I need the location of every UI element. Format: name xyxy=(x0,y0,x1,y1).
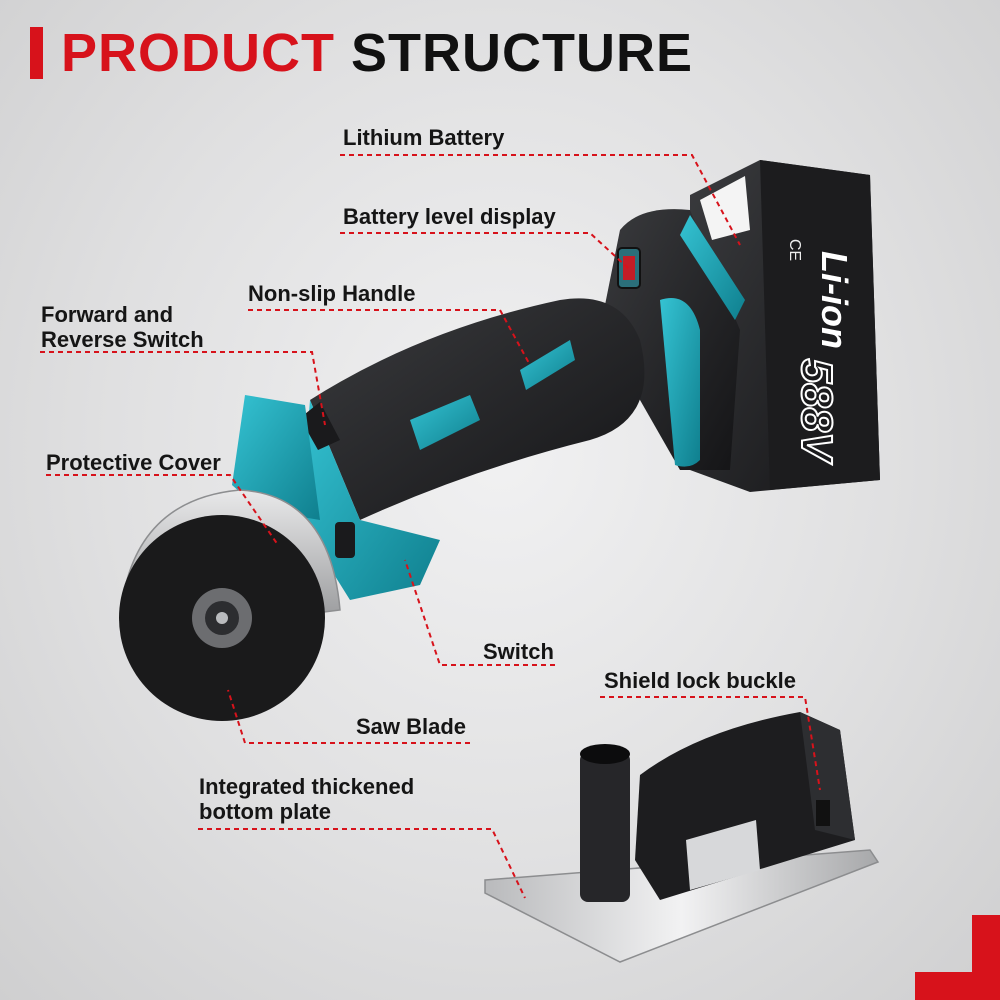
leader-battery-display xyxy=(340,232,629,269)
label-forward-reverse-line2: Reverse Switch xyxy=(41,327,204,352)
page-title: PRODUCT STRUCTURE xyxy=(30,22,693,84)
shield-side xyxy=(800,712,855,840)
leader-handle xyxy=(248,309,531,366)
label-forward-reverse-line1: Forward and xyxy=(41,302,174,327)
battery-level-leds xyxy=(623,256,635,280)
mount-teal-side xyxy=(660,298,700,467)
dust-port xyxy=(580,752,630,902)
cover-teal-mount xyxy=(232,395,320,520)
blade-arbor xyxy=(216,612,228,624)
label-protective-cover: Protective Cover xyxy=(46,450,221,475)
leader-forward-reverse xyxy=(40,351,326,426)
battery-pack: Li-ion 588V CE xyxy=(690,160,880,492)
mount-teal-trim xyxy=(680,215,745,320)
trigger-switch xyxy=(335,522,355,558)
label-switch: Switch xyxy=(483,639,554,664)
label-lithium-battery: Lithium Battery xyxy=(343,125,505,150)
ce-mark: CE xyxy=(786,239,803,261)
leader-lithium-battery xyxy=(340,154,741,246)
handle-teal-grip xyxy=(520,340,575,390)
label-saw-blade: Saw Blade xyxy=(356,714,467,739)
label-bottom-plate-line2: bottom plate xyxy=(199,799,331,824)
shield-lock-buckle xyxy=(816,800,830,826)
title-word-structure: STRUCTURE xyxy=(351,23,693,83)
battery-voltage-text: 588V xyxy=(792,359,841,465)
dust-shroud-base xyxy=(484,712,880,963)
title-word-product: PRODUCT xyxy=(61,23,335,83)
shield-window xyxy=(686,820,760,890)
leader-saw-blade xyxy=(227,689,470,744)
dust-port-opening xyxy=(580,744,630,764)
leader-switch xyxy=(404,559,555,666)
callout-lines xyxy=(40,154,821,899)
label-battery-level-display: Battery level display xyxy=(343,204,556,229)
label-non-slip-handle: Non-slip Handle xyxy=(248,281,416,306)
battery-chemistry-text: Li-ion xyxy=(814,251,855,349)
leader-bottom-plate xyxy=(198,828,526,899)
handle-teal-inset xyxy=(410,395,480,450)
forward-reverse-switch xyxy=(300,402,340,450)
non-slip-handle xyxy=(310,298,645,520)
corner-arrow-decoration xyxy=(915,915,1000,1000)
title-accent-bar xyxy=(30,27,43,79)
label-bottom-plate-line1: Integrated thickened xyxy=(199,774,415,799)
label-shield-lock-buckle: Shield lock buckle xyxy=(604,668,796,693)
leader-protective-cover xyxy=(46,474,279,546)
